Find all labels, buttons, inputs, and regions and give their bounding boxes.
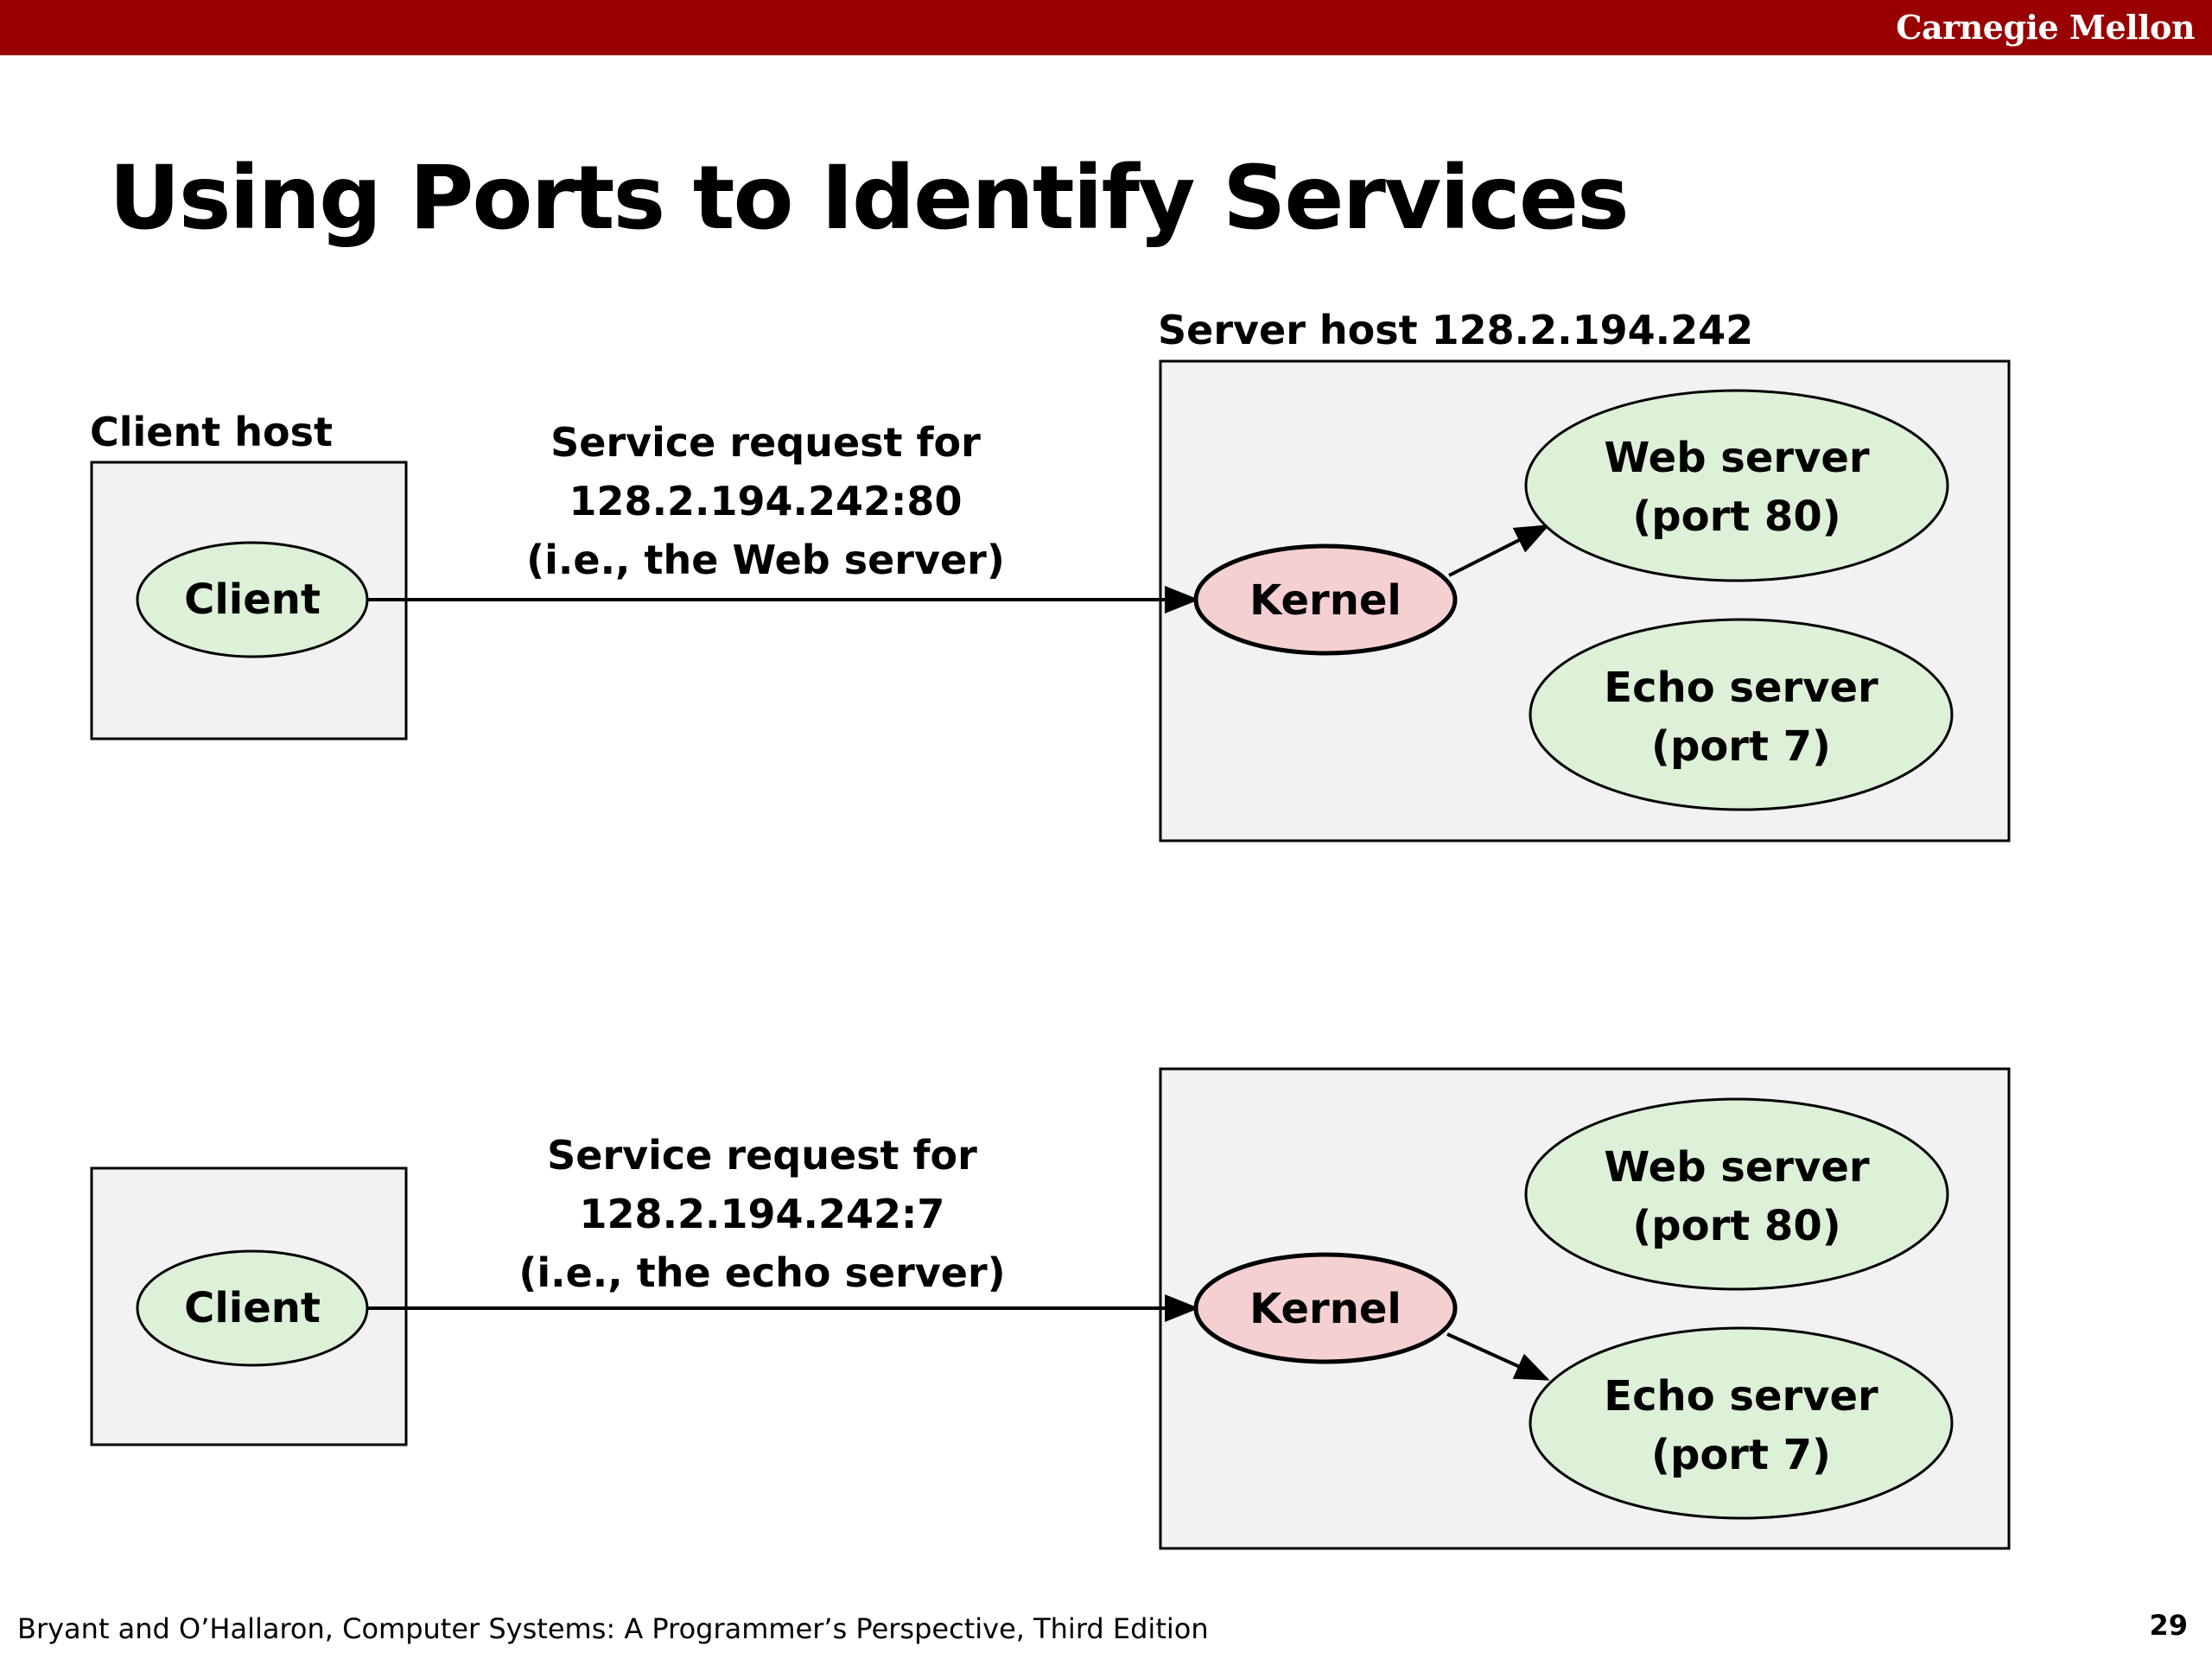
bottom-web-server-node <box>1524 1097 1949 1291</box>
bottom-client-label: Client <box>184 1284 321 1332</box>
top-echo-server-node <box>1529 618 1954 811</box>
footer-citation: Bryant and O’Hallaron, Computer Systems:… <box>17 1612 1209 1645</box>
top-kernel-node <box>1193 543 1458 656</box>
bottom-web-server-line-1: Web server <box>1604 1143 1870 1192</box>
top-web-server-line-1: Web server <box>1604 434 1870 482</box>
top-web-server-line-2: (port 80) <box>1632 493 1840 541</box>
bottom-request-line-3: (i.e., the echo server) <box>518 1249 1005 1296</box>
top-kernel-to-web-arrow <box>1448 524 1550 577</box>
brand-logo-text: Carnegie Mellon <box>1896 8 2195 47</box>
top-request-line-3: (i.e., the Web server) <box>526 537 1005 583</box>
bottom-kernel-to-echo-arrow <box>1446 1332 1550 1381</box>
bottom-web-server-line-2: (port 80) <box>1632 1202 1840 1250</box>
top-request-line-1: Service request for <box>550 419 981 466</box>
bottom-kernel-node <box>1193 1252 1458 1364</box>
top-client-label: Client <box>184 575 321 624</box>
server-host-label: Server host 128.2.194.242 <box>1158 307 1753 353</box>
header-bar: Carnegie Mellon <box>0 0 2212 55</box>
top-scenario: Client Service request for 128.2.194.242… <box>90 359 2011 842</box>
bottom-scenario: Client Service request for 128.2.194.242… <box>90 1067 2011 1550</box>
top-kernel-label: Kernel <box>1249 576 1402 625</box>
bottom-echo-server-line-2: (port 7) <box>1651 1431 1831 1479</box>
top-echo-server-line-1: Echo server <box>1604 664 1878 712</box>
client-host-label: Client host <box>90 409 333 455</box>
slide-title: Using Ports to Identify Services <box>109 147 1630 250</box>
bottom-request-line-2: 128.2.194.242:7 <box>580 1191 945 1237</box>
bottom-echo-server-line-1: Echo server <box>1604 1372 1878 1421</box>
bottom-kernel-label: Kernel <box>1249 1285 1402 1333</box>
page-number: 29 <box>2149 1609 2188 1642</box>
bottom-request-line-1: Service request for <box>547 1132 977 1179</box>
top-echo-server-line-2: (port 7) <box>1651 722 1831 771</box>
bottom-echo-server-node <box>1529 1326 1954 1520</box>
top-web-server-node <box>1524 389 1949 582</box>
top-request-line-2: 128.2.194.242:80 <box>569 478 963 524</box>
